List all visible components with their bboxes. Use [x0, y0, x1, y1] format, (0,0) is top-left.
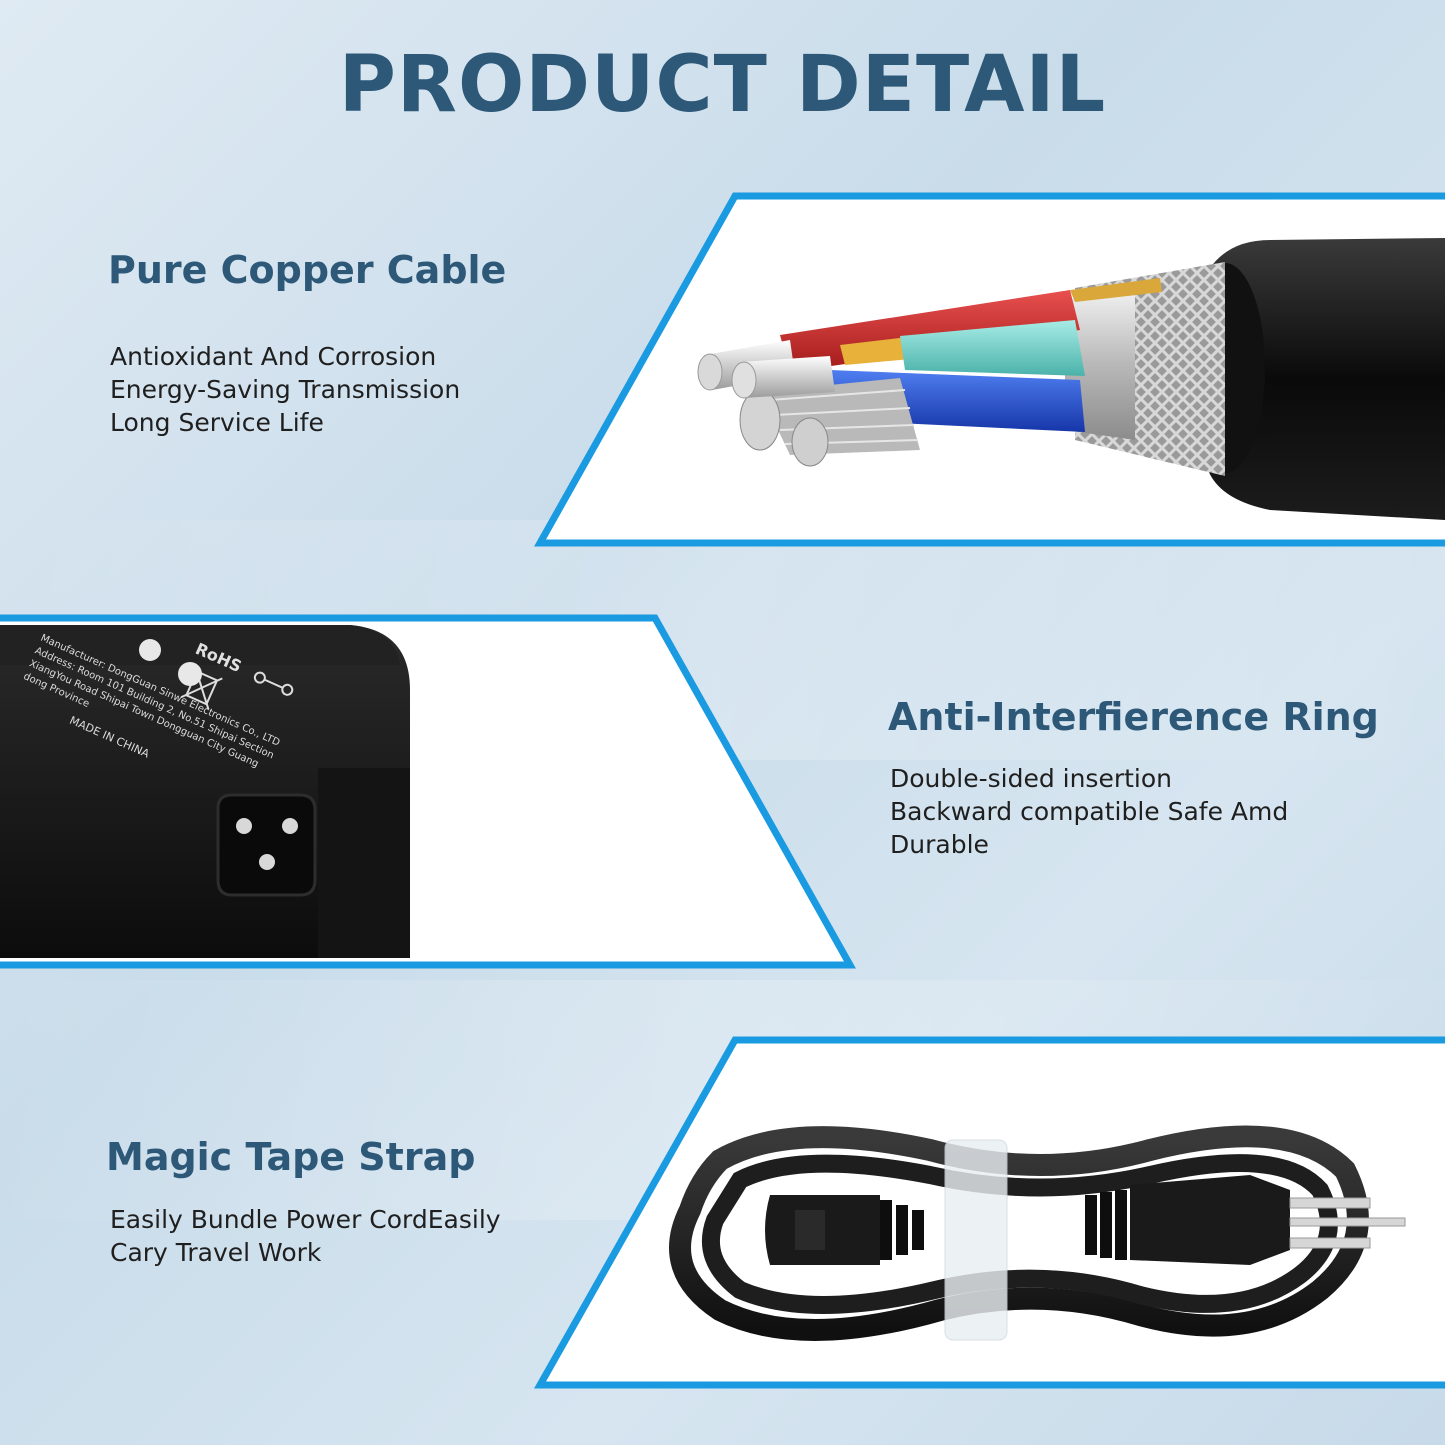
- stranded-conductor: [760, 378, 920, 455]
- background-highlight: [0, 980, 1445, 1220]
- feature-line: Backward compatible Safe Amd: [890, 797, 1289, 826]
- feature-description: Easily Bundle Power CordEasily Cary Trav…: [110, 1203, 501, 1269]
- feature-line: Double-sided insertion: [890, 764, 1173, 793]
- feature-line: Antioxidant And Corrosion: [110, 342, 437, 371]
- feature-heading-magic-tape-strap: Magic Tape Strap: [106, 1135, 476, 1179]
- feature-line: Energy-Saving Transmission: [110, 375, 461, 404]
- foil-shield: [1065, 286, 1135, 440]
- feature-line: Cary Travel Work: [110, 1238, 322, 1267]
- page-title: PRODUCT DETAIL: [338, 40, 1107, 130]
- metal-tip: [705, 340, 795, 390]
- feature-description: Double-sided insertion Backward compatib…: [890, 762, 1288, 861]
- teal-wire: [900, 320, 1085, 376]
- feature-heading-pure-copper-cable: Pure Copper Cable: [108, 248, 507, 292]
- braided-shield: [1075, 262, 1225, 476]
- blue-wire: [830, 370, 1085, 432]
- feature-line: Long Service Life: [110, 408, 324, 437]
- red-wire: [780, 290, 1080, 372]
- cable-panel-frame: [540, 196, 1445, 543]
- c5-socket: [216, 793, 317, 897]
- feature-line: Durable: [890, 830, 989, 859]
- feature-heading-anti-interference-ring: Anti-Interfierence Ring: [888, 695, 1379, 739]
- cable-jacket: [1208, 238, 1445, 520]
- feature-description: Antioxidant And Corrosion Energy-Saving …: [110, 340, 460, 439]
- feature-line: Easily Bundle Power CordEasily: [110, 1205, 501, 1234]
- yellow-wire: [840, 332, 955, 365]
